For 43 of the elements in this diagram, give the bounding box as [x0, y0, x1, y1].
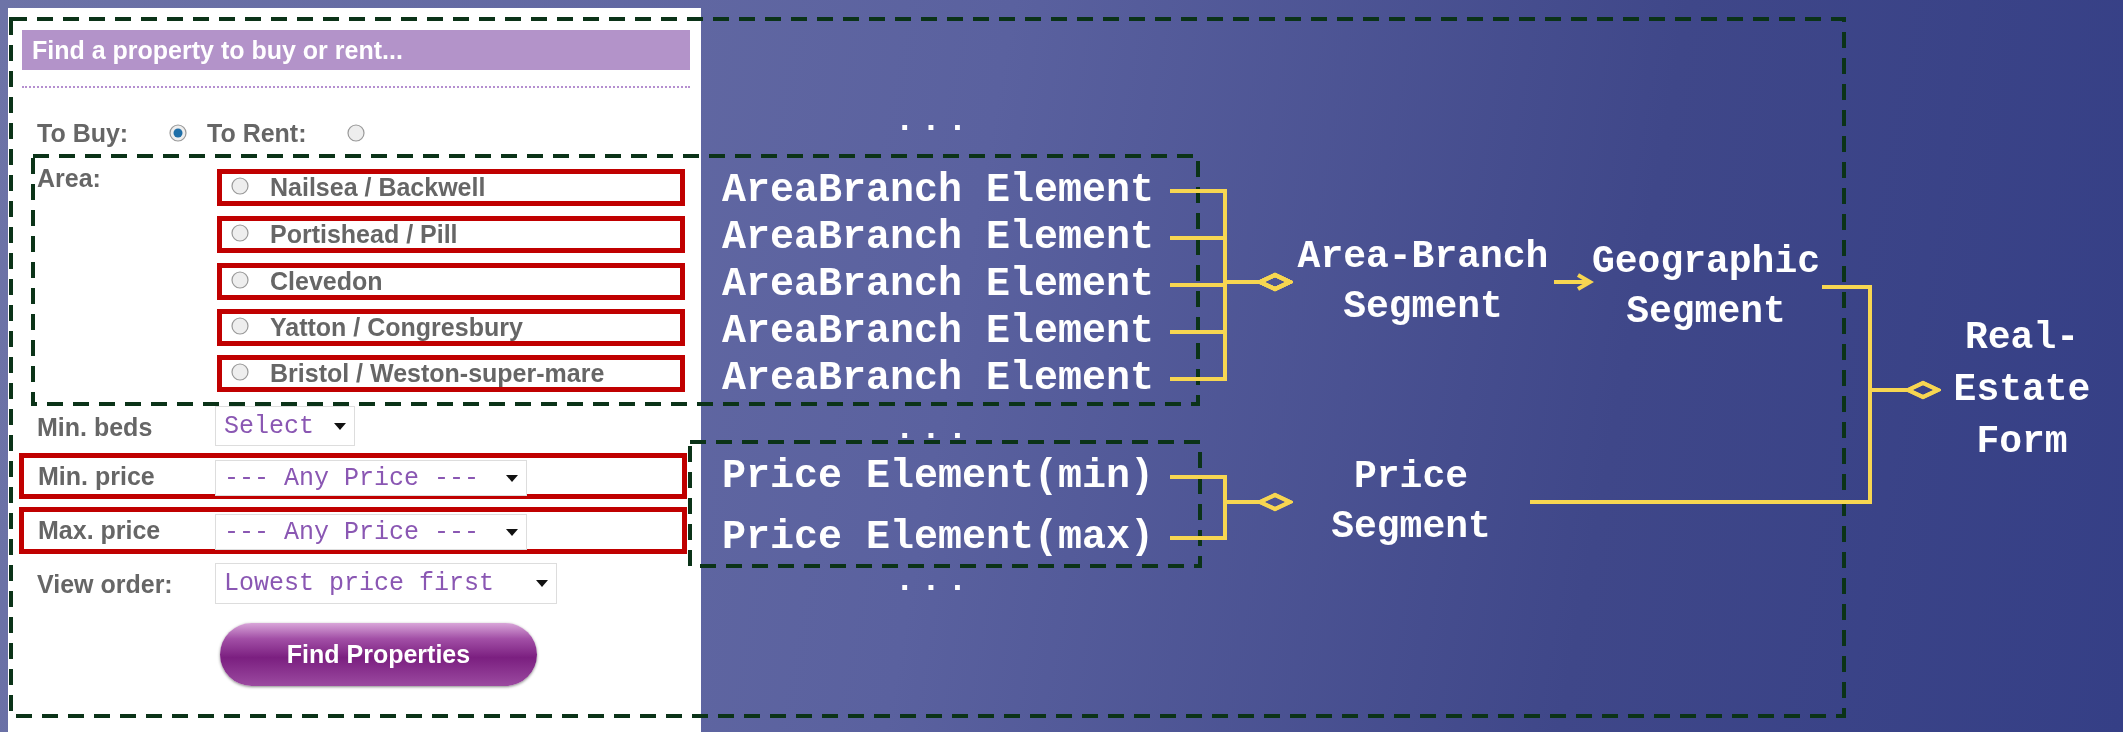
highlight-box [217, 309, 685, 346]
header-bar: Find a property to buy or rent... [22, 30, 690, 70]
ellipsis: ... [893, 566, 975, 596]
dropdown-field: --- Any Price --- [215, 514, 527, 550]
form-label: To Rent: [207, 118, 308, 148]
element-label: AreaBranch Element [722, 169, 1170, 213]
dropdown-field: Lowest price first [215, 563, 557, 604]
segment-label: Geographic Segment [1590, 237, 1822, 337]
highlight-box [217, 216, 685, 253]
option-label: Yatton / Congresbury [270, 313, 523, 342]
highlight-box [217, 355, 685, 392]
segment-label: Price Segment [1292, 452, 1530, 552]
option-label: Bristol / Weston-super-mare [270, 359, 605, 388]
highlight-box [19, 453, 687, 499]
highlight-box [19, 507, 687, 554]
element-label: AreaBranch Element [722, 310, 1170, 354]
ellipsis: ... [893, 106, 975, 136]
connector [1530, 381, 1940, 504]
search-button: Find Properties [220, 623, 537, 686]
connector [1170, 273, 1292, 381]
field-label: Min. price [38, 461, 155, 491]
form-label: To Buy: [37, 118, 130, 148]
segment-label: Real-Estate Form [1940, 312, 2104, 468]
connector [1170, 493, 1292, 540]
form-label: Area: [37, 163, 102, 193]
option-label: Nailsea / Backwell [270, 173, 486, 202]
connector [1554, 273, 1592, 291]
element-label: AreaBranch Element [722, 263, 1170, 307]
option-label: Portishead / Pill [270, 220, 458, 249]
dropdown-field: Select [215, 406, 355, 446]
option-label: Clevedon [270, 267, 383, 296]
element-label: AreaBranch Element [722, 357, 1170, 401]
element-label: Price Element(max) [722, 516, 1170, 560]
element-label: AreaBranch Element [722, 216, 1170, 260]
highlight-box [217, 263, 685, 300]
segment-label: Area-Branch Segment [1292, 232, 1554, 332]
form-label: View order: [37, 569, 174, 599]
element-label: Price Element(min) [722, 455, 1170, 499]
highlight-box [217, 169, 685, 206]
ellipsis: ... [893, 414, 975, 444]
form-label: Min. beds [37, 412, 154, 442]
field-label: Max. price [38, 516, 161, 545]
dropdown-field: --- Any Price --- [215, 460, 527, 496]
